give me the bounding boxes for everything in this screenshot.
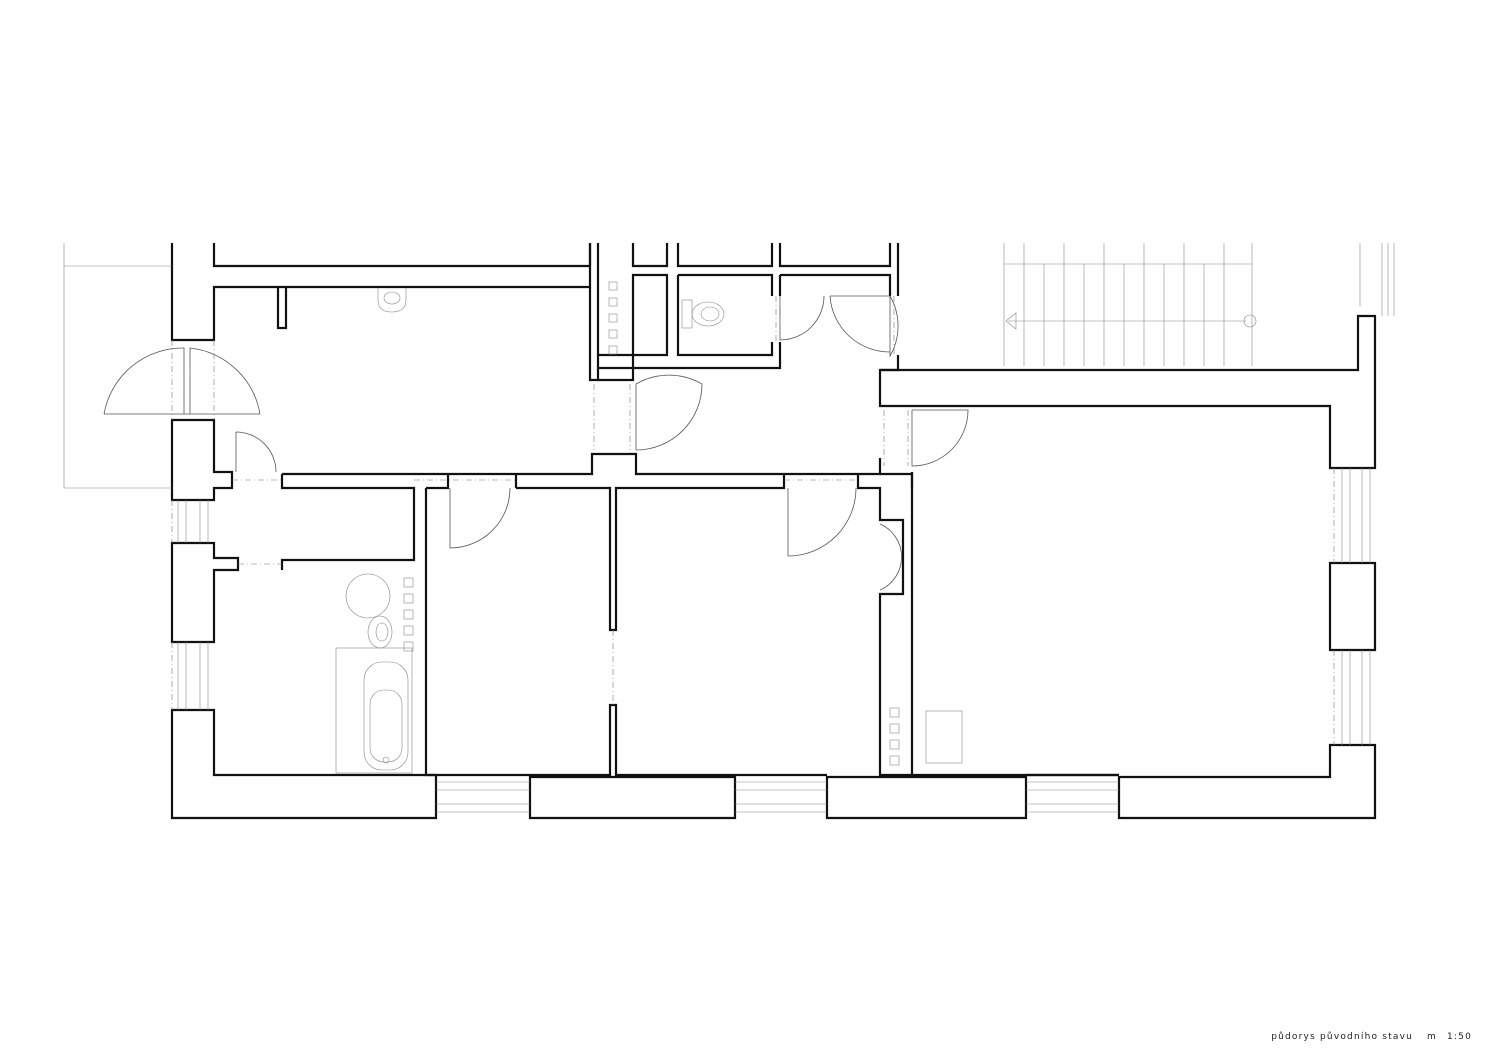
window-bottom-1 <box>436 781 530 813</box>
stub-wall <box>276 287 288 330</box>
entry-door-arc <box>103 347 261 415</box>
bathroom-sink-icon <box>367 615 393 649</box>
hall-right <box>588 287 598 382</box>
door-living <box>911 409 969 467</box>
toilet-icon <box>681 299 725 329</box>
wc-room <box>676 243 774 357</box>
wc-right-wall <box>880 243 900 372</box>
stair-arrow-icon <box>1005 312 1017 330</box>
closet-right <box>880 472 914 488</box>
washing-machine-icon <box>345 573 391 619</box>
door-room-2 <box>787 487 857 557</box>
window-top-right <box>1359 243 1395 316</box>
corridor-lower-wall-a <box>282 452 882 476</box>
door-room-1 <box>449 487 511 549</box>
bathtub-icon <box>335 647 413 774</box>
room-divider-1 <box>514 474 786 632</box>
caption-title: půdorys původního stavu <box>1271 1032 1414 1042</box>
top-wall-strip <box>212 243 590 268</box>
left-pier-1 <box>170 418 234 502</box>
bottom-wall-mid-2 <box>825 775 1028 820</box>
caption-scale: 1:50 <box>1446 1032 1472 1042</box>
interior-walls <box>276 287 914 777</box>
stair-treads <box>1023 243 1225 366</box>
staircase <box>1003 243 1257 366</box>
windows <box>177 243 1395 813</box>
right-room-inner <box>910 472 1119 777</box>
door-wc-2 <box>829 295 899 358</box>
window-right-1 <box>1341 468 1371 563</box>
openings <box>171 296 1335 745</box>
drawing-caption: půdorys původního stavu m 1:50 <box>1271 1032 1472 1042</box>
left-pier-2 <box>170 541 240 644</box>
doors <box>103 295 969 591</box>
stove-icon <box>925 710 963 764</box>
right-wall-upper <box>878 314 1377 470</box>
closet-wall <box>856 474 912 777</box>
exterior-landing <box>63 243 172 489</box>
top-rooms <box>588 243 900 382</box>
door-corridor-1 <box>635 374 703 451</box>
corridor-lower-wall-c <box>424 474 827 777</box>
wc-neighbor <box>598 243 892 370</box>
shaft-block <box>631 243 669 357</box>
bottom-left-wall <box>170 708 438 820</box>
window-left-2 <box>177 642 209 710</box>
bottom-right-wall <box>1117 743 1377 820</box>
right-pier <box>1328 561 1377 652</box>
exterior-walls <box>170 243 1377 820</box>
sanitary-fixtures <box>335 288 963 774</box>
wash-basin-icon <box>377 288 407 313</box>
window-left-1 <box>177 500 209 543</box>
corridor-lower-wall-b <box>280 474 416 570</box>
door-wc <box>779 295 825 341</box>
door-hall-left <box>235 431 277 473</box>
window-bottom-2 <box>735 781 827 813</box>
left-wall-upper <box>170 243 592 342</box>
caption-scale-unit: m <box>1427 1032 1437 1042</box>
window-bottom-3 <box>1026 781 1119 813</box>
stair-start-circle-icon <box>1243 314 1257 328</box>
shaft-wall-left <box>588 243 635 382</box>
vent-shafts <box>403 281 900 766</box>
window-right-2 <box>1341 650 1371 745</box>
bottom-wall-mid-1 <box>528 775 737 820</box>
door-closet <box>879 523 902 591</box>
